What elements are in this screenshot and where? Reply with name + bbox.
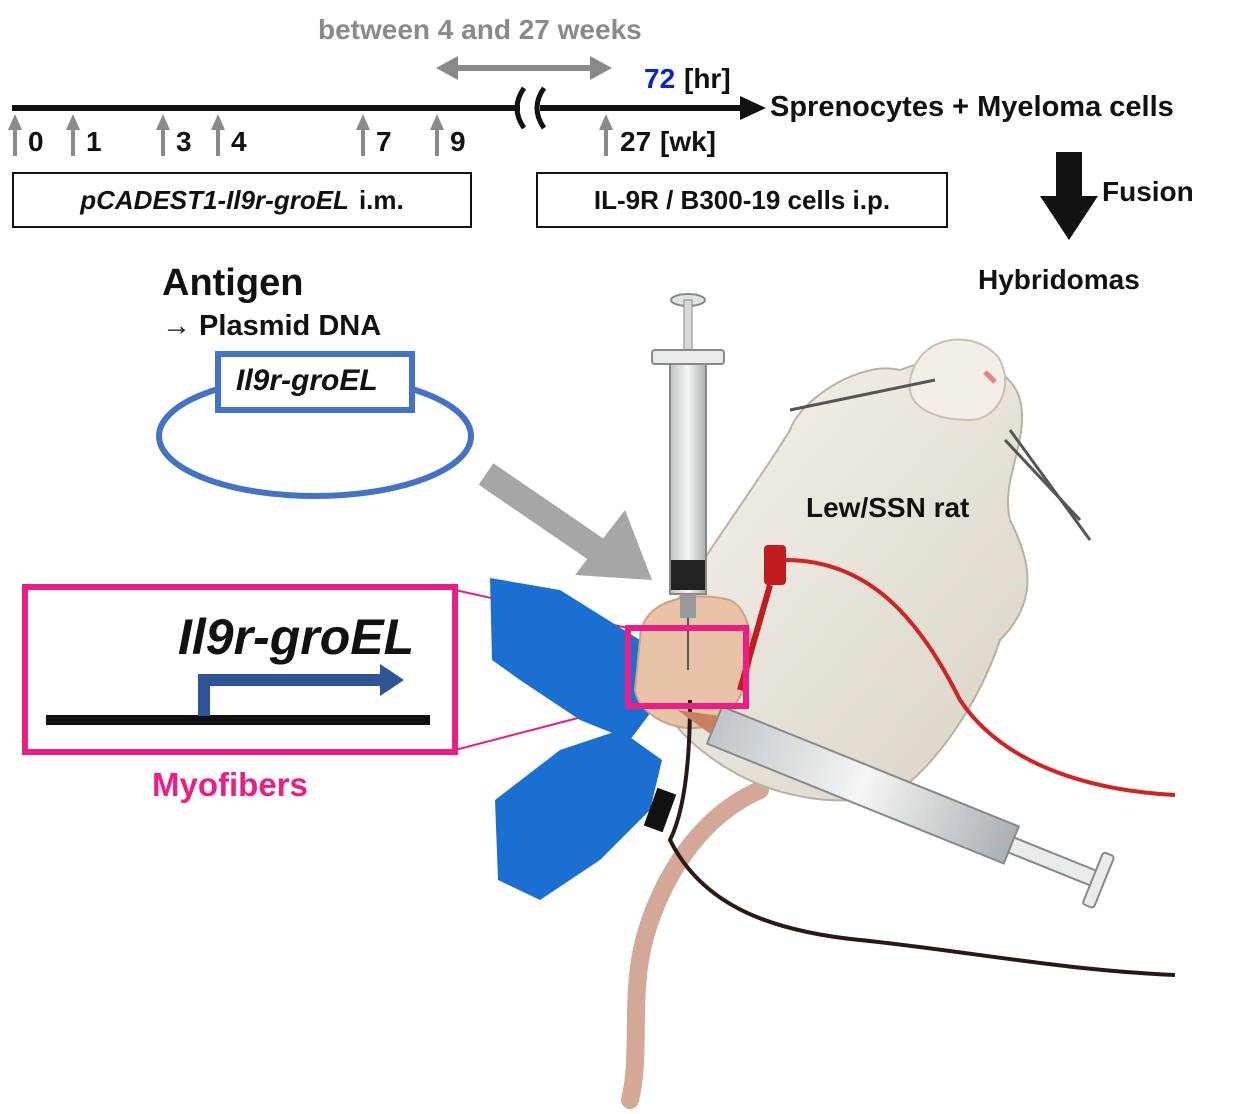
plasmid-ring [156,351,474,499]
delivery-arrow [478,463,652,580]
timeline-axis [12,86,766,130]
tick-arrow-1 [66,114,80,156]
hr-unit: [hr] [684,63,731,94]
tick-arrow-7 [356,114,370,156]
tick-label-9: 9 [450,126,466,157]
tick-label-0: 0 [28,126,44,157]
tick-arrow-9 [430,114,444,156]
tick-label-4: 4 [231,126,247,157]
plasmid-insert-label: Il9r-groEL [236,364,378,397]
tick-label-3: 3 [176,126,192,157]
ip-injection-box: IL-9R / B300-19 cells i.p. [536,172,948,228]
wk-unit: [wk] [660,126,716,157]
tick-label-1: 1 [86,126,102,157]
gap-double-arrow [436,56,612,80]
red-electrode [737,545,1176,797]
fusion-label: Fusion [1102,176,1194,207]
diagonal-syringe [677,705,1115,909]
gloved-hands [490,578,662,900]
tick-arrow-3 [156,114,170,156]
myofibers-label: Myofibers [152,766,308,803]
tick-label-7: 7 [376,126,392,157]
hybridomas-label: Hybridomas [978,264,1140,295]
injection-site-box [625,625,749,709]
inset-panel [22,584,629,755]
tick-arrow-27 [599,114,613,156]
vertical-syringe [651,293,725,670]
im-injection-box: pCADEST1-Il9r-groEL i.m. [12,172,472,228]
inset-gene-label: Il9r-groEL [178,609,415,665]
tick-label-27: 27 [620,126,652,157]
tick-arrow-0 [8,114,22,156]
ip-label: IL-9R / B300-19 cells i.p. [593,184,891,215]
rat-label: Lew/SSN rat [806,492,970,523]
antigen-title: Antigen [162,262,304,304]
timeline-tick-arrows [8,114,613,156]
antigen-subtitle: → Plasmid DNA [162,310,382,342]
gap-label: between 4 and 27 weeks [318,14,642,45]
im-gene-label: pCADEST1-Il9r-groEL [80,184,349,215]
black-electrode [643,699,1176,977]
tick-arrow-4 [211,114,225,156]
hr-value: 72 [644,63,676,94]
im-route-label: i.m. [358,184,404,215]
fusion-arrow [1040,152,1098,240]
outcome-label: Sprenocytes + Myeloma cells [770,91,1174,123]
